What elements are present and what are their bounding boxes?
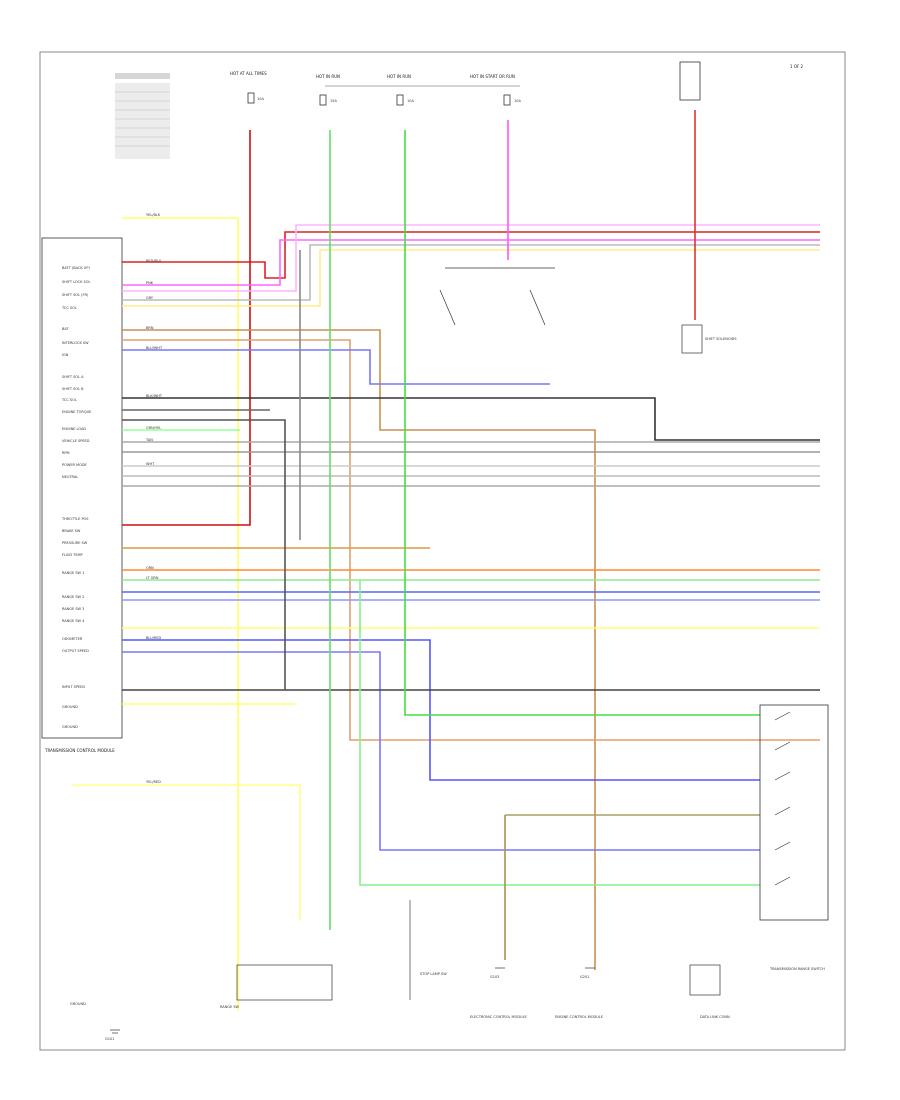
legend-block bbox=[115, 73, 170, 159]
svg-text:BLU/RED: BLU/RED bbox=[146, 636, 162, 640]
svg-text:PRESSURE SW: PRESSURE SW bbox=[62, 541, 88, 545]
svg-text:IGN: IGN bbox=[62, 353, 69, 357]
svg-text:RANGE SW 3: RANGE SW 3 bbox=[62, 607, 84, 611]
diagram-border bbox=[39, 51, 846, 1051]
svg-text:VEHICLE SPEED: VEHICLE SPEED bbox=[62, 439, 90, 443]
component-electronic-module: ELECTRONIC CONTROL MODULE bbox=[470, 1015, 527, 1019]
component-range-sw: RANGE SW bbox=[220, 1005, 240, 1009]
component-ecm: ENGINE CONTROL MODULE bbox=[555, 1015, 603, 1019]
svg-text:LT GRN: LT GRN bbox=[146, 576, 159, 580]
fuse-number-2: 15A bbox=[330, 99, 337, 103]
svg-text:BRAKE SW: BRAKE SW bbox=[62, 529, 81, 533]
ground-label-3: G201 bbox=[580, 975, 589, 979]
svg-text:TCC SOL: TCC SOL bbox=[61, 306, 77, 310]
svg-text:SHIFT LOCK SOL: SHIFT LOCK SOL bbox=[62, 280, 90, 284]
svg-text:ODOMETER: ODOMETER bbox=[62, 637, 83, 641]
ground-icons bbox=[110, 967, 595, 1034]
component-shift-solenoids: SHIFT SOLENOIDS bbox=[705, 337, 737, 341]
range-switch-contacts bbox=[774, 711, 791, 886]
svg-text:INPUT SPEED: INPUT SPEED bbox=[62, 685, 85, 689]
svg-text:INTERLOCK SW: INTERLOCK SW bbox=[62, 341, 89, 345]
transmission-range-switch-box bbox=[759, 704, 829, 921]
svg-text:BLK/WHT: BLK/WHT bbox=[146, 394, 163, 398]
svg-text:WHT: WHT bbox=[146, 462, 155, 466]
svg-text:RANGE SW 1: RANGE SW 1 bbox=[62, 571, 84, 575]
shift-solenoid-box bbox=[681, 324, 703, 354]
svg-text:BAT: BAT bbox=[62, 327, 70, 331]
vertical-wires bbox=[329, 110, 760, 1000]
svg-text:BLU/WHT: BLU/WHT bbox=[146, 346, 163, 350]
svg-text:THROTTLE POS: THROTTLE POS bbox=[61, 517, 89, 521]
ground-label-2: G103 bbox=[490, 975, 499, 979]
svg-text:YEL/BLK: YEL/BLK bbox=[146, 213, 161, 217]
component-stop-lamp: STOP LAMP SW bbox=[420, 972, 447, 976]
svg-text:POWER MODE: POWER MODE bbox=[62, 463, 87, 467]
horizontal-wires bbox=[72, 130, 820, 1010]
svg-text:RED/BLU: RED/BLU bbox=[146, 259, 162, 263]
svg-text:ENGINE LOAD: ENGINE LOAD bbox=[62, 427, 86, 431]
svg-text:RANGE SW 4: RANGE SW 4 bbox=[62, 619, 85, 623]
component-ground: GROUND bbox=[70, 1002, 86, 1006]
fuse-label-1: HOT AT ALL TIMES bbox=[230, 71, 267, 76]
svg-text:SHIFT SOL B: SHIFT SOL B bbox=[62, 387, 84, 391]
svg-text:ENGINE TORQUE: ENGINE TORQUE bbox=[62, 410, 91, 414]
wire-color-tags: YEL/BLK RED/BLU PNK GRY BRN BLU/WHT GRN/… bbox=[145, 213, 163, 784]
ground-label-1: G101 bbox=[105, 1037, 114, 1041]
stop-lamp-switch-box bbox=[236, 964, 333, 1001]
svg-text:GRY: GRY bbox=[146, 296, 154, 300]
component-trs: TRANSMISSION RANGE SWITCH bbox=[769, 967, 825, 971]
fuse-label-4: HOT IN START OR RUN bbox=[470, 74, 515, 79]
svg-text:OUTPUT SPEED: OUTPUT SPEED bbox=[62, 649, 89, 653]
fuse-icons bbox=[247, 92, 511, 106]
tcm-module-box bbox=[41, 237, 123, 739]
fuse-number-4: 10A bbox=[514, 99, 521, 103]
svg-text:SHIFT SOL A: SHIFT SOL A bbox=[62, 375, 84, 379]
svg-text:NEUTRAL: NEUTRAL bbox=[62, 475, 78, 479]
svg-text:SHIFT SOL (FR): SHIFT SOL (FR) bbox=[62, 293, 89, 297]
svg-text:TCC SOL: TCC SOL bbox=[61, 398, 77, 402]
data-link-connector-box bbox=[679, 61, 701, 101]
svg-text:RANGE SW 2: RANGE SW 2 bbox=[62, 595, 84, 599]
tcm-pin-labels: BATT (BACK UP) SHIFT LOCK SOL SHIFT SOL … bbox=[61, 266, 91, 729]
svg-text:PNK: PNK bbox=[146, 281, 154, 285]
brake-switch-icons bbox=[439, 267, 555, 326]
fuse-label-3: HOT IN RUN bbox=[387, 74, 411, 79]
svg-text:GRN/YEL: GRN/YEL bbox=[146, 426, 161, 430]
component-dlc: DATA LINK CONN bbox=[700, 1015, 730, 1019]
svg-text:RPM: RPM bbox=[62, 451, 70, 455]
svg-text:BRN: BRN bbox=[146, 326, 154, 330]
svg-text:BATT (BACK UP): BATT (BACK UP) bbox=[62, 266, 90, 270]
fuse-number-3: 10A bbox=[407, 99, 414, 103]
fuse-label-2: HOT IN RUN bbox=[316, 74, 340, 79]
tcm-title: TRANSMISSION CONTROL MODULE bbox=[44, 748, 115, 753]
data-link-conn-box bbox=[689, 964, 721, 996]
svg-text:GROUND: GROUND bbox=[62, 725, 78, 729]
svg-text:TAN: TAN bbox=[145, 438, 153, 442]
fuse-number-1: 10A bbox=[257, 97, 264, 101]
svg-text:YEL/RED: YEL/RED bbox=[146, 780, 161, 784]
svg-text:ORN: ORN bbox=[146, 566, 154, 570]
svg-text:FLUID TEMP: FLUID TEMP bbox=[62, 553, 83, 557]
header-right: 1 OF 2 bbox=[790, 64, 804, 69]
svg-text:GROUND: GROUND bbox=[62, 705, 78, 709]
